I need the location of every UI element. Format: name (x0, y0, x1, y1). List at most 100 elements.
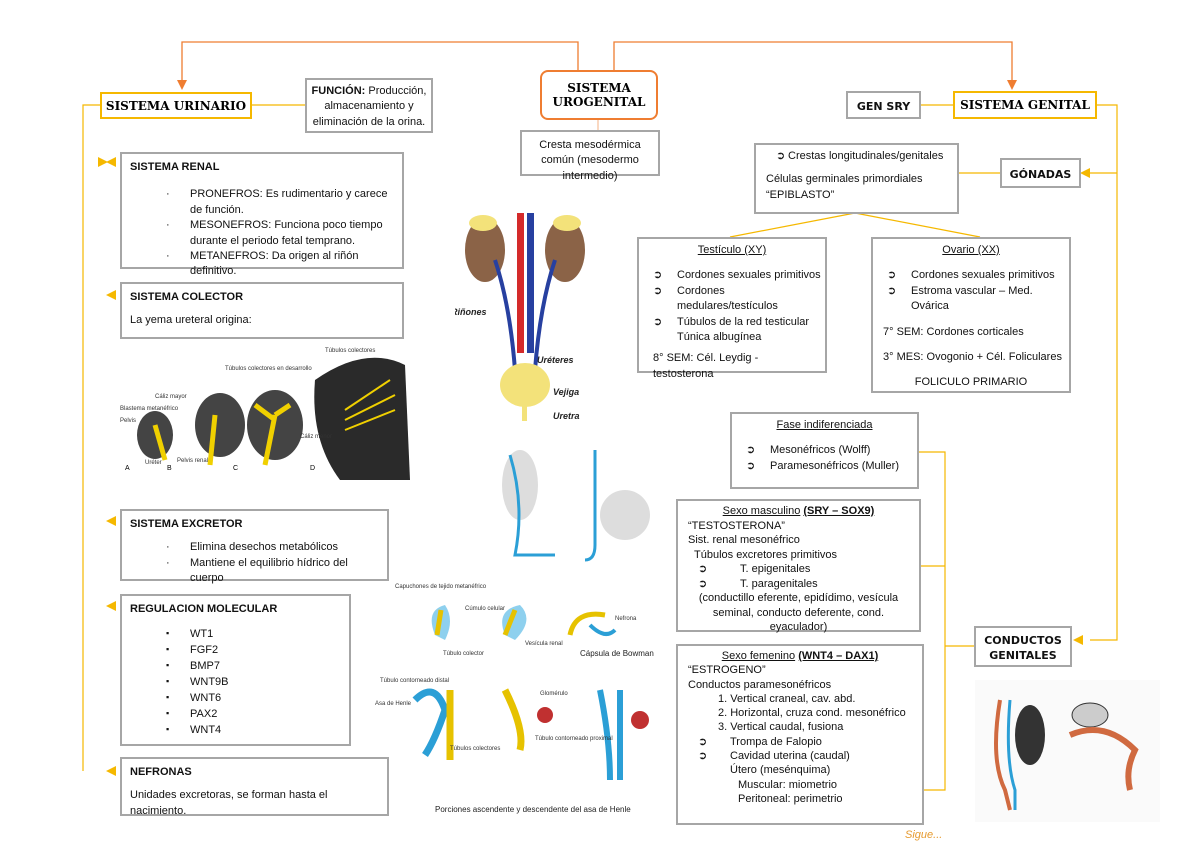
renal-item: PRONEFROS: Es rudimentario y carece de f… (130, 187, 394, 218)
male-line: Túbulos excretores primitivos (694, 548, 838, 561)
fig-label: Vesícula renal (525, 641, 563, 647)
female-step: 1. Vertical craneal, cav. abd. (718, 692, 856, 705)
fig-label: Túbulos colectores (325, 348, 375, 354)
genital-ducts-box: CONDUCTOS GENITALES (974, 626, 1072, 667)
fig-letter: D (310, 465, 315, 472)
fig-letter: C (233, 465, 238, 472)
ovary-box: Ovario (XX) Cordones sexuales primitivos… (871, 237, 1071, 393)
gonads-box: GÓNADAS (1000, 158, 1081, 188)
testis-item: Túbulos de la red testicular (643, 315, 821, 331)
fig-label: Blastema metanéfrico (120, 406, 179, 412)
germ-cells-text: Células germinales primordiales (766, 173, 923, 186)
ovary-note: 7° SEM: Cordones corticales (883, 325, 1024, 338)
origin-box: Cresta mesodérmica común (mesodermo inte… (520, 130, 660, 182)
female-line: Conductos paramesonéfricos (688, 678, 832, 691)
male-line: Sist. renal mesonéfrico (688, 534, 800, 547)
female-item: Cavidad uterina (caudal) (688, 749, 912, 764)
fig-label: Túbulos colectores en desarrollo (225, 366, 312, 372)
gene-item: WT1 (130, 627, 341, 643)
excretory-title: SISTEMA EXCRETOR (130, 518, 243, 530)
gene-item: PAX2 (130, 707, 341, 723)
ovary-note: FOLICULO PRIMARIO (914, 376, 1028, 389)
excretory-figure (502, 450, 650, 562)
root-node-title: SISTEMA UROGENITAL (540, 70, 658, 120)
testis-extra: Túnica albugínea (677, 330, 762, 343)
fig-label: Asa de Henle (375, 701, 412, 707)
fig-label: Cáliz mayor (155, 394, 187, 400)
regulation-title: REGULACION MOLECULAR (130, 603, 278, 615)
phase-title: Fase indiferenciada (776, 419, 873, 431)
fig-label: Túbulo contorneado proximal (535, 736, 613, 742)
excretory-item: Elimina desechos metabólicos (130, 540, 379, 556)
phase-item: Mesonéfricos (Wolff) (736, 443, 913, 459)
female-box: Sexo femenino (WNT4 – DAX1) “ESTROGENO” … (676, 644, 924, 825)
male-line: “TESTOSTERONA” (688, 519, 785, 532)
fig-label: Cúmulo celular (465, 606, 505, 612)
ureter-label: Uréteres (537, 355, 574, 365)
renal-title: SISTEMA RENAL (130, 161, 220, 173)
bowman-capsule-label: Cápsula de Bowman (580, 649, 654, 658)
female-step: 2. Horizontal, cruza cond. mesonéfrico (718, 707, 906, 720)
male-genes: (SRY – SOX9) (803, 505, 875, 517)
fig-label: Cáliz menor (300, 434, 332, 440)
ovary-note: 3° MES: Ovogonio + Cél. Foliculares (883, 350, 1062, 363)
female-line: Útero (mesénquima) (730, 764, 831, 777)
genital-ridges-box: Crestas longitudinales/genitales Células… (754, 143, 959, 214)
female-line: Muscular: miometrio (738, 778, 838, 791)
kidney-label: Riñones (455, 307, 487, 317)
function-box: FUNCIÓN: Producción, almacenamiento y el… (305, 78, 433, 133)
function-label: FUNCIÓN: (311, 85, 366, 97)
urethra-label: Uretra (553, 411, 580, 421)
fig-label: Túbulo colector (443, 651, 484, 657)
female-genes: (WNT4 – DAX1) (798, 650, 879, 662)
nephrons-box: NEFRONAS Unidades excretoras, se forman … (120, 757, 389, 817)
collector-system-box: SISTEMA COLECTOR La yema ureteral origin… (120, 282, 404, 339)
fig-letter: B (167, 465, 172, 472)
fig-letter: A (125, 465, 130, 472)
male-item: T. epigenitales (688, 562, 909, 577)
female-line: “ESTROGENO” (688, 664, 766, 677)
testis-title: Testículo (XY) (697, 244, 767, 256)
nephrons-title: NEFRONAS (130, 766, 192, 778)
phase-item: Paramesonéfricos (Muller) (736, 459, 913, 475)
urinary-tract-figure: Riñones Uréteres Vejiga Uretra (455, 213, 585, 421)
female-step: 3. Vertical caudal, fusiona (718, 721, 844, 734)
testis-box: Testículo (XY) Cordones sexuales primiti… (637, 237, 827, 380)
fig-label: Túbulo contorneado distal (380, 678, 449, 684)
gene-item: WNT6 (130, 691, 341, 707)
gene-item: WNT4 (130, 723, 341, 739)
gene-item: BMP7 (130, 659, 341, 675)
gene-item: FGF2 (130, 643, 341, 659)
genital-system-title: SISTEMA GENITAL (953, 91, 1097, 119)
urinary-system-title: SISTEMA URINARIO (100, 92, 252, 119)
indifferent-phase-box: Fase indiferenciada Mesonéfricos (Wolff)… (730, 412, 919, 489)
ovary-item: Estroma vascular – Med. Ovárica (877, 284, 1065, 315)
male-item: T. paragenitales (688, 577, 909, 592)
fig-label: Pelvis (120, 418, 136, 424)
sry-gene-box: GEN SRY (846, 91, 921, 119)
fig-label: Glomérulo (540, 691, 568, 697)
continue-note: Sigue... (905, 829, 943, 841)
female-title: Sexo femenino (721, 650, 796, 662)
gene-item: WNT9B (130, 675, 341, 691)
fig-label: Uréter (145, 460, 162, 466)
collector-text: La yema ureteral origina: (130, 314, 252, 327)
fig-label: Nefrona (615, 616, 637, 622)
male-title: Sexo masculino (722, 505, 801, 517)
epiblast-text: “EPIBLASTO” (766, 188, 835, 201)
function-text: Producción, almacenamiento y eliminación… (312, 85, 427, 128)
ovary-item: Cordones sexuales primitivos (877, 268, 1065, 284)
excretory-system-box: SISTEMA EXCRETOR Elimina desechos metabó… (120, 509, 389, 584)
testis-item: Cordones medulares/testículos (643, 284, 821, 315)
fig-label: Pelvis renal (177, 458, 208, 464)
female-item: Trompa de Falopio (688, 735, 912, 750)
fig-label: Capuchones de tejido metanéfrico (395, 584, 487, 590)
henle-loop-portions-label: Porciones ascendente y descendente del a… (435, 805, 631, 814)
ovary-title: Ovario (XX) (942, 244, 1000, 256)
fig-label: Túbulos colectores (450, 746, 500, 752)
ridges-item: Crestas longitudinales/genitales (766, 149, 947, 165)
renal-system-box: SISTEMA RENAL PRONEFROS: Es rudimentario… (120, 152, 404, 277)
excretory-item: Mantiene el equilibrio hídrico del cuerp… (130, 556, 379, 587)
nephron-development-figure: Capuchones de tejido metanéfrico Cúmulo … (375, 584, 654, 814)
genital-ducts-figure (975, 680, 1160, 822)
